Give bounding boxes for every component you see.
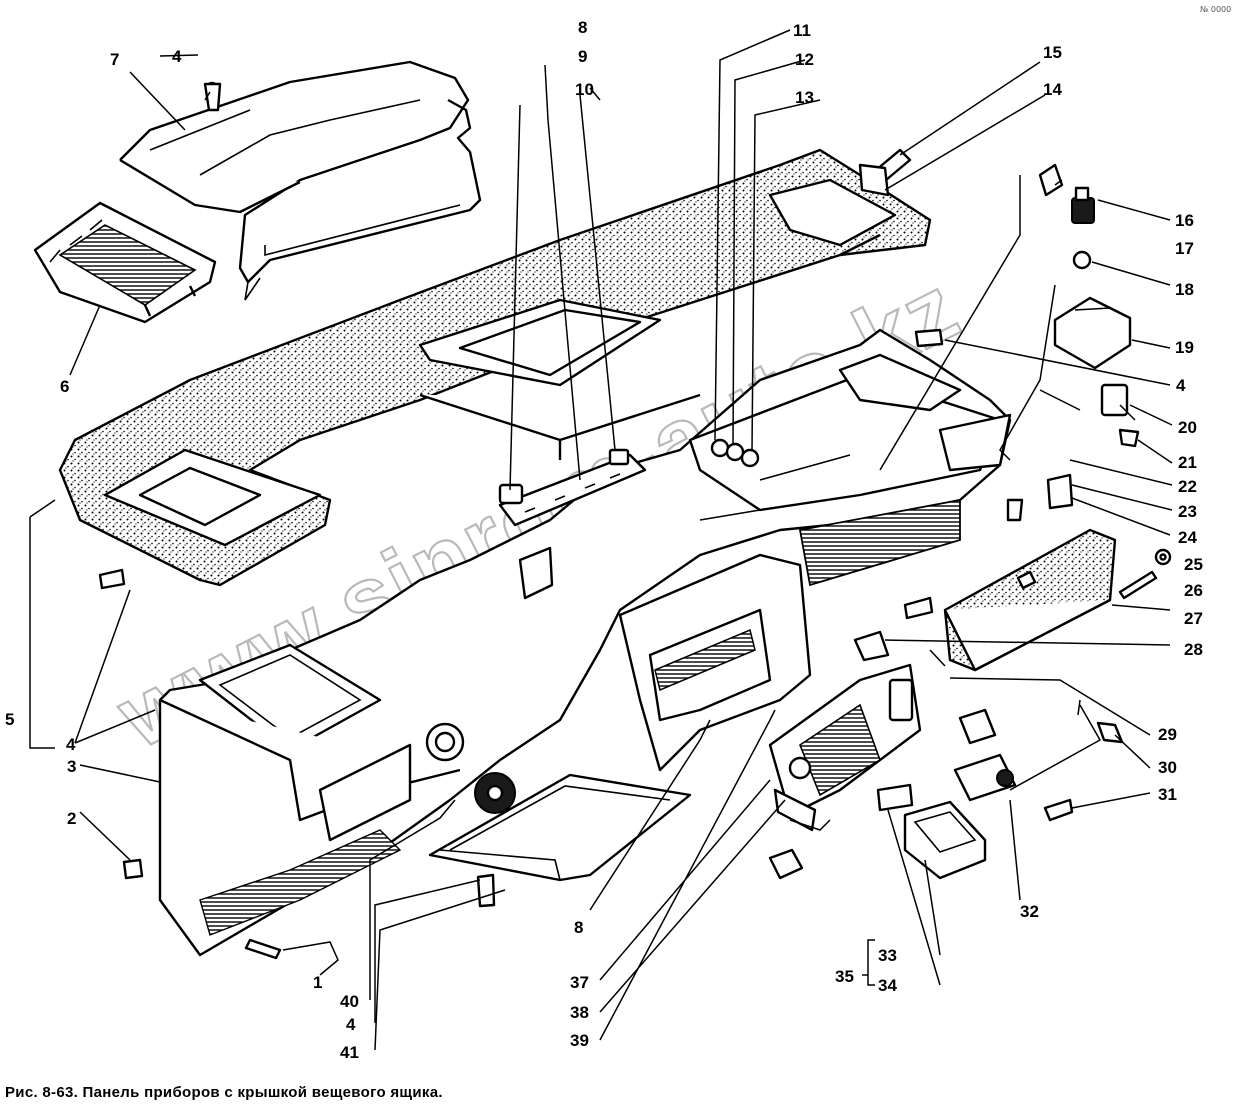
callout-20: 20 [1178,418,1197,437]
part-lower-tray [428,773,692,882]
callout-24: 24 [1178,528,1197,547]
leader-lines [29,29,1173,1051]
callout-33: 33 [878,946,897,965]
callout-1: 1 [313,973,322,992]
callout-28: 28 [1184,640,1203,659]
callout-29: 29 [1158,725,1177,744]
callout-4-bottom: 4 [346,1015,356,1034]
callout-4-right: 4 [1176,376,1186,395]
callout-13: 13 [795,88,814,107]
callout-31: 31 [1158,785,1177,804]
callout-labels: 1 2 3 4 4 4 4 5 6 7 8 8 9 10 11 12 13 14… [5,18,1203,1062]
loose-parts [98,148,1172,960]
callout-2: 2 [67,809,76,828]
part-glovebox-lid [943,528,1117,672]
callout-35: 35 [835,967,854,986]
callout-26: 26 [1184,581,1203,600]
callout-18: 18 [1175,280,1194,299]
part-panel-body [58,148,932,587]
callout-38: 38 [570,1003,589,1022]
callout-30: 30 [1158,758,1177,777]
callout-7: 7 [110,50,119,69]
figure-caption: Рис. 8-63. Панель приборов с крышкой вещ… [5,1084,443,1101]
callout-23: 23 [1178,502,1197,521]
corner-mark: № 0000 [1200,5,1231,14]
part-grille [33,201,217,324]
callout-8-bottom: 8 [574,918,583,937]
part-upper-cover [119,60,482,301]
part-switch-module [768,663,922,832]
callout-22: 22 [1178,477,1197,496]
callout-4-left: 4 [66,735,76,754]
callout-25: 25 [1184,555,1203,574]
callout-21: 21 [1178,453,1197,472]
callout-15: 15 [1043,43,1062,62]
callout-11: 11 [793,21,811,40]
callout-14: 14 [1043,80,1062,99]
callout-8-top: 8 [578,18,587,37]
callout-40: 40 [340,992,359,1011]
callout-32: 32 [1020,902,1039,921]
callout-34: 34 [878,976,897,995]
callout-5: 5 [5,710,14,729]
callout-6: 6 [60,377,69,396]
callout-10: 10 [575,80,594,99]
callout-4-top: 4 [172,47,182,66]
callout-27: 27 [1184,609,1203,628]
callout-41: 41 [340,1043,359,1062]
callout-3: 3 [67,757,76,776]
callout-39: 39 [570,1031,589,1050]
callout-37: 37 [570,973,589,992]
callout-12: 12 [795,50,814,69]
callout-16: 16 [1175,211,1194,230]
callout-9: 9 [578,47,587,66]
part-lower-shell [158,328,1012,957]
callout-17: 17 [1175,239,1194,258]
callout-19: 19 [1175,338,1194,357]
